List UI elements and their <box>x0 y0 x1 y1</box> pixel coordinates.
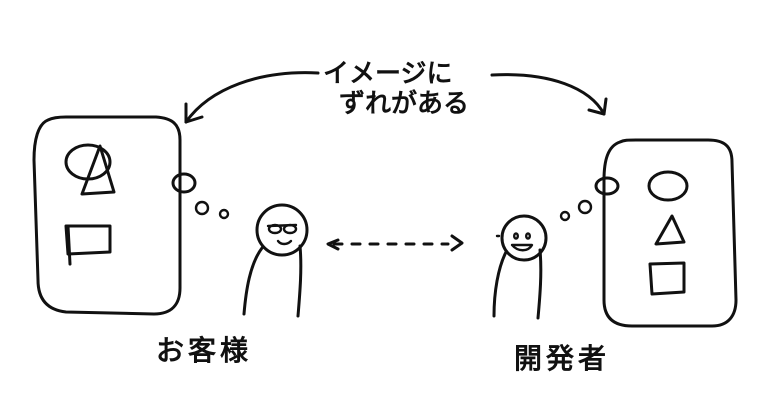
right-thought-dots <box>559 176 620 222</box>
developer-figure <box>492 214 548 320</box>
customer-label: お客様 <box>156 334 252 367</box>
left-triangle-shape <box>80 144 116 196</box>
left-thought-dots <box>171 172 230 220</box>
developer-label: 開発者 <box>514 342 610 375</box>
left-square-shape <box>64 224 112 266</box>
annotation-line-1: イメージに <box>323 59 452 89</box>
right-triangle-shape <box>654 214 686 246</box>
right-circle-shape <box>647 170 689 202</box>
right-square-shape <box>648 261 686 296</box>
customer-figure <box>242 203 309 318</box>
right-thought-bubble <box>602 138 738 328</box>
dashed-double-arrow <box>326 234 464 252</box>
annotation-line-2: ずれがある <box>339 88 469 119</box>
left-thought-bubble <box>32 115 182 316</box>
left-curved-arrow <box>184 71 320 124</box>
right-curved-arrow <box>490 73 608 116</box>
